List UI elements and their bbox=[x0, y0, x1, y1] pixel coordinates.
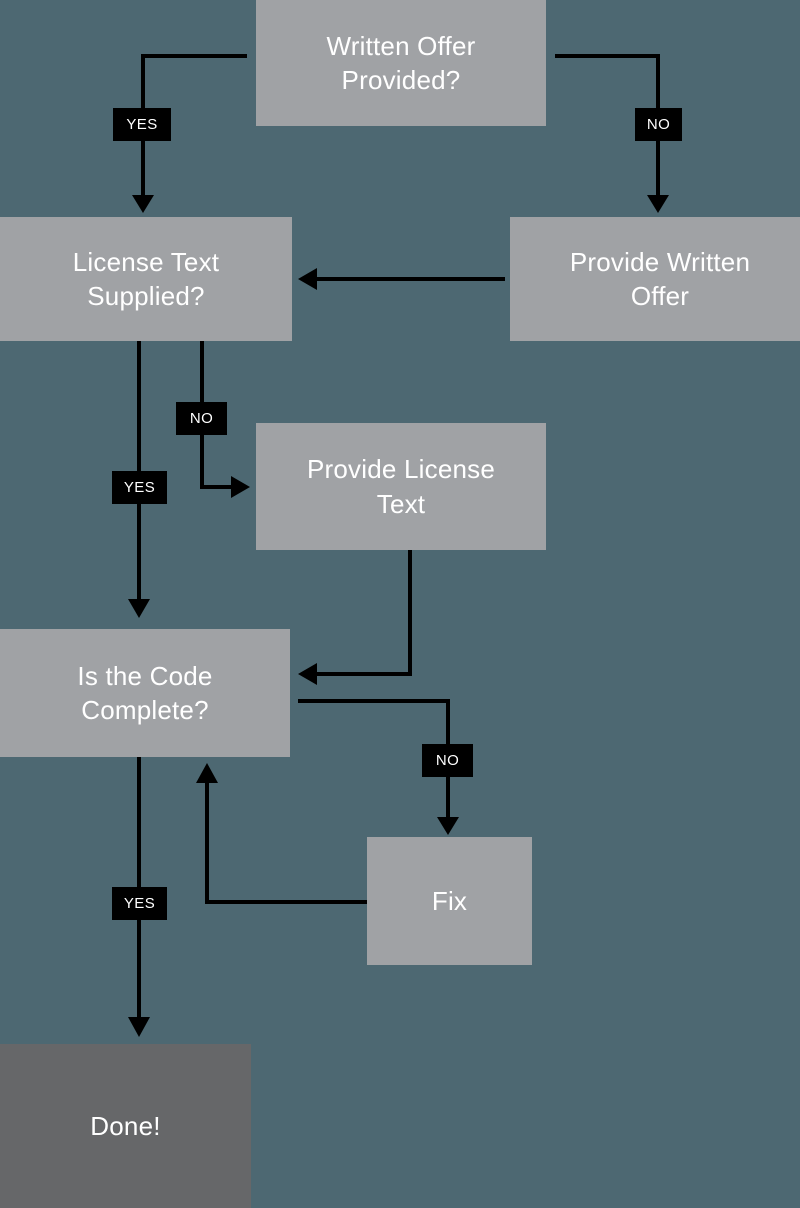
edge-label-yes-code-complete: YES bbox=[112, 887, 167, 920]
node-fix[interactable]: Fix bbox=[367, 837, 532, 965]
edge-label-text: NO bbox=[646, 116, 671, 133]
arrowhead bbox=[231, 476, 250, 498]
edge-label-text: NO bbox=[435, 752, 460, 769]
edge-label-yes-written-offer: YES bbox=[113, 108, 171, 141]
node-done[interactable]: Done! bbox=[0, 1044, 251, 1208]
arrowhead bbox=[132, 195, 154, 213]
arrowhead bbox=[298, 663, 317, 685]
edge-label-no-written-offer: NO bbox=[635, 108, 682, 141]
edge-label-text: YES bbox=[126, 116, 158, 133]
edge-code-complete-no bbox=[298, 699, 459, 835]
edge-label-text: YES bbox=[123, 895, 156, 912]
edge-label-text: YES bbox=[123, 479, 156, 496]
edge-provide-license-to-code bbox=[298, 550, 412, 685]
arrowhead bbox=[128, 1017, 150, 1037]
edge-label-text: NO bbox=[189, 410, 214, 427]
edge-written-offer-to-license bbox=[298, 268, 505, 290]
edge-label-no-code-complete: NO bbox=[422, 744, 473, 777]
edge-label-no-license-text: NO bbox=[176, 402, 227, 435]
arrowhead bbox=[128, 599, 150, 618]
arrowhead bbox=[647, 195, 669, 213]
node-label-done: Done! bbox=[90, 1110, 161, 1141]
edge-written-offer-yes bbox=[132, 54, 247, 213]
arrowhead bbox=[437, 817, 459, 835]
arrowhead bbox=[298, 268, 317, 290]
arrowhead bbox=[196, 763, 218, 783]
node-label-fix: Fix bbox=[431, 885, 468, 916]
edge-label-yes-license-text: YES bbox=[112, 471, 167, 504]
edge-license-text-no bbox=[200, 341, 250, 498]
edge-written-offer-no bbox=[555, 54, 669, 213]
edge-fix-to-code bbox=[196, 763, 367, 904]
edge-license-text-yes bbox=[128, 341, 150, 618]
